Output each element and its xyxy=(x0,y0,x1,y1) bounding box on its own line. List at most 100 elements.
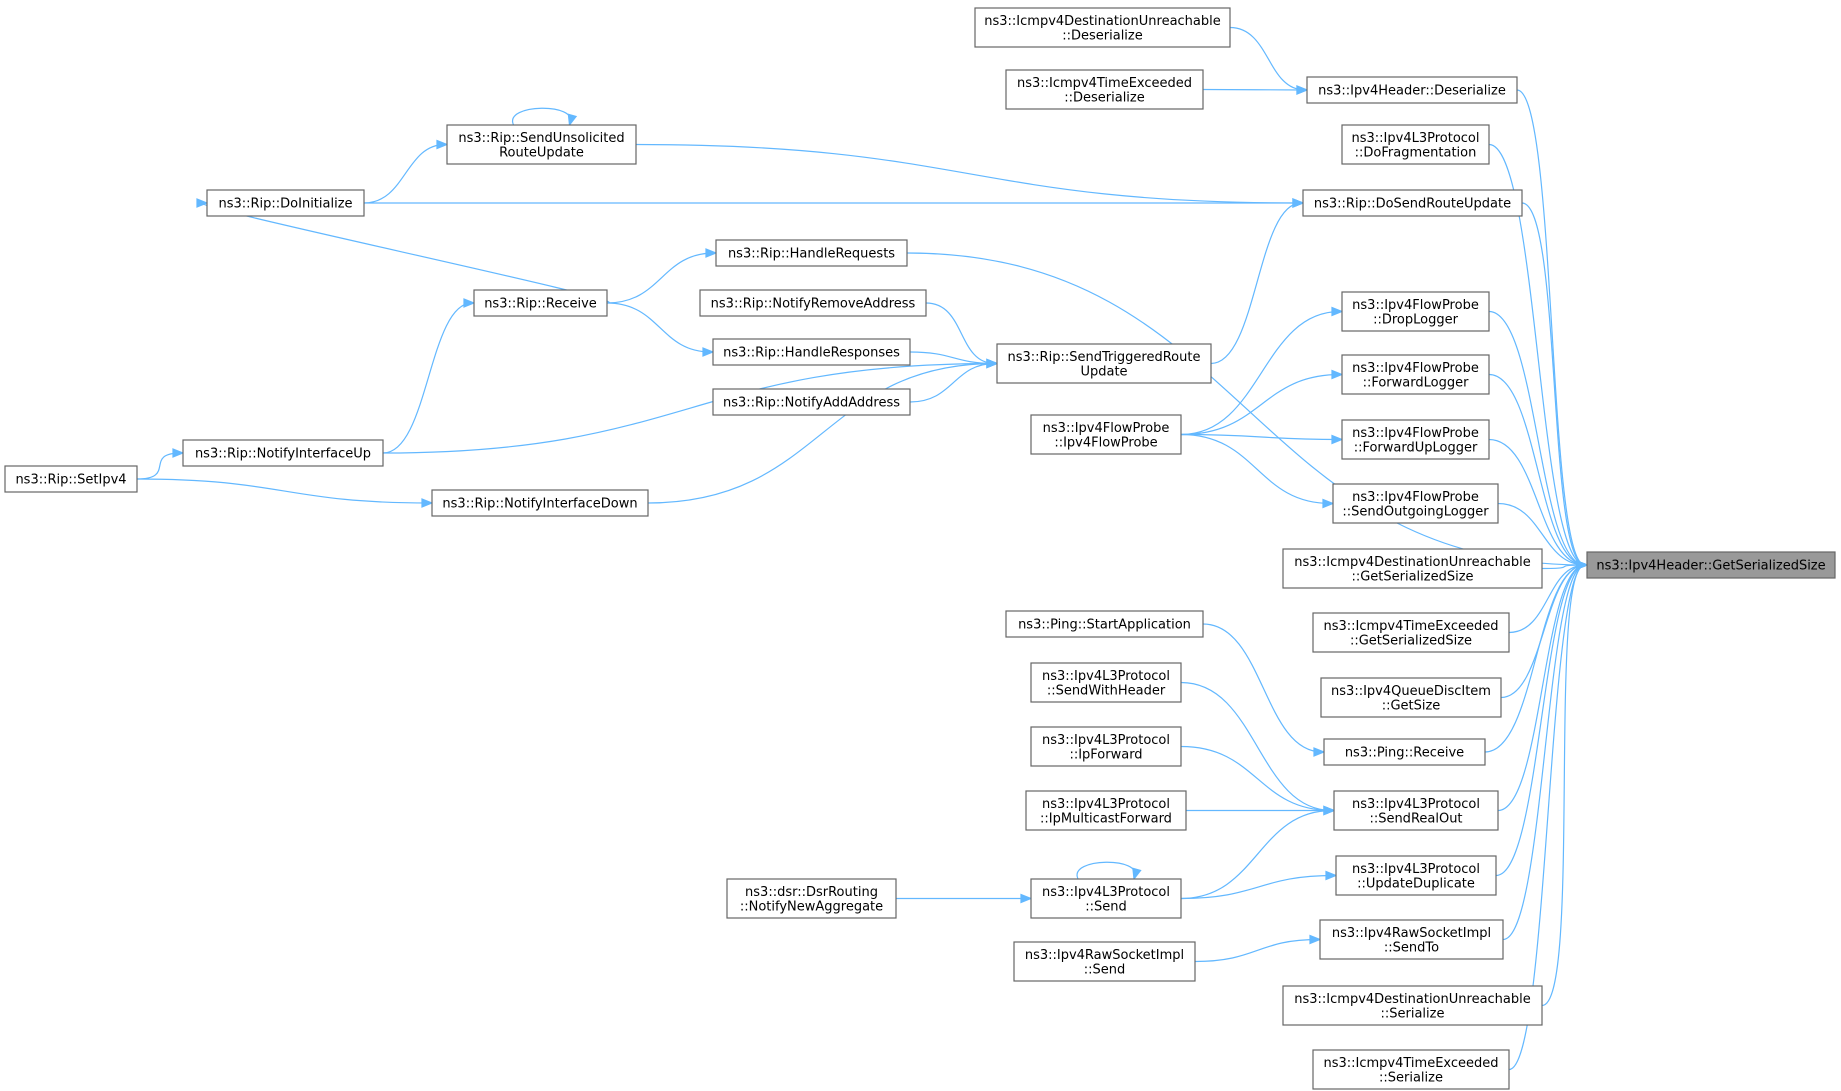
edge-rip_notifyrem-to-rip_str xyxy=(925,302,996,365)
node-box xyxy=(1319,919,1504,960)
node-box xyxy=(1030,414,1182,455)
node-box xyxy=(1341,354,1490,395)
node-box xyxy=(1332,483,1499,524)
node-ipv4h-deser[interactable]: ns3::Ipv4Header::Deserialize xyxy=(1306,76,1518,104)
node-label: ns3::Rip::SendUnsolicited xyxy=(458,131,624,146)
node-qdi-getsize[interactable]: ns3::Ipv4QueueDiscItem::GetSize xyxy=(1320,677,1502,718)
node-rip-ifdown[interactable]: ns3::Rip::NotifyInterfaceDown xyxy=(431,489,649,517)
node-box xyxy=(712,388,911,416)
node-ping-recv[interactable]: ns3::Ping::Receive xyxy=(1323,738,1486,766)
node-label: ::Serialize xyxy=(1379,1070,1443,1085)
node-raw-sendto[interactable]: ns3::Ipv4RawSocketImpl::SendTo xyxy=(1319,919,1504,960)
edge-fp_ctor-to-fp_fwdup xyxy=(1180,433,1341,441)
node-label: ::Deserialize xyxy=(1062,28,1143,43)
node-ping-start[interactable]: ns3::Ping::StartApplication xyxy=(1005,610,1204,638)
node-icmpDU-ser[interactable]: ns3::Icmpv4DestinationUnreachable::Seria… xyxy=(1282,985,1543,1026)
node-box xyxy=(1341,124,1490,165)
node-fp-ctor[interactable]: ns3::Ipv4FlowProbe::Ipv4FlowProbe xyxy=(1030,414,1182,455)
node-box xyxy=(1030,726,1182,767)
edge-rip_doinit-to-rip_sur-arrowhead xyxy=(436,139,449,150)
node-rip-handlereq[interactable]: ns3::Rip::HandleRequests xyxy=(715,239,908,267)
node-icmpDU-gss[interactable]: ns3::Icmpv4DestinationUnreachable::GetSe… xyxy=(1282,548,1543,589)
node-label: ns3::Ipv4L3Protocol xyxy=(1042,885,1170,900)
node-label: ns3::Icmpv4DestinationUnreachable xyxy=(1294,555,1531,570)
node-rip-doinit[interactable]: ns3::Rip::DoInitialize xyxy=(206,189,365,217)
node-fp-drop[interactable]: ns3::Ipv4FlowProbe::DropLogger xyxy=(1341,291,1490,332)
node-fp-fwd[interactable]: ns3::Ipv4FlowProbe::ForwardLogger xyxy=(1341,354,1490,395)
node-box xyxy=(1333,790,1499,831)
node-label: ns3::Ipv4FlowProbe xyxy=(1352,361,1479,376)
node-label: ns3::Rip::NotifyAddAddress xyxy=(723,396,900,411)
edge-icmpTE_deser-to-ipv4h_deser-arrowhead xyxy=(1296,85,1309,95)
edge-icmpDU_deser-to-ipv4h_deser xyxy=(1229,26,1306,91)
edge-l3_send-to-l3_sendreal-arrowhead xyxy=(1323,805,1336,816)
node-label: ::Serialize xyxy=(1381,1006,1445,1021)
node-label: ns3::Rip::HandleResponses xyxy=(723,346,900,361)
node-root[interactable]: ns3::Ipv4Header::GetSerializedSize xyxy=(1586,551,1836,579)
node-box xyxy=(726,878,897,919)
node-icmpDU-deser[interactable]: ns3::Icmpv4DestinationUnreachable::Deser… xyxy=(974,7,1231,48)
node-rip-setipv4[interactable]: ns3::Rip::SetIpv4 xyxy=(4,465,138,493)
node-label: ::SendWithHeader xyxy=(1047,683,1166,698)
node-label: ::ForwardLogger xyxy=(1363,375,1470,390)
edge-l3_send-to-l3_send xyxy=(1076,861,1136,880)
node-box xyxy=(1335,855,1497,896)
node-fp-sendout[interactable]: ns3::Ipv4FlowProbe::SendOutgoingLogger xyxy=(1332,483,1499,524)
node-label: ::ForwardUpLogger xyxy=(1354,440,1478,455)
edge-rip_receive-to-rip_handlereq xyxy=(606,252,715,304)
node-l3-send[interactable]: ns3::Ipv4L3Protocol::Send xyxy=(1030,878,1182,919)
node-label: ns3::Ipv4L3Protocol xyxy=(1042,797,1170,812)
node-l3-sendwh[interactable]: ns3::Ipv4L3Protocol::SendWithHeader xyxy=(1030,662,1182,703)
edge-rip_notifyadd-to-rip_str xyxy=(909,362,996,403)
node-label: ns3::Rip::HandleRequests xyxy=(728,247,895,262)
node-rip-handleresp[interactable]: ns3::Rip::HandleResponses xyxy=(712,338,911,366)
edge-fp_ctor-to-fp_fwd-arrowhead xyxy=(1331,369,1344,380)
node-raw-send[interactable]: ns3::Ipv4RawSocketImpl::Send xyxy=(1013,941,1196,982)
edge-l3_sendreal-to-root xyxy=(1497,564,1586,812)
edge-l3_send-to-l3_updup xyxy=(1180,874,1335,900)
edge-rip_ifup-to-rip_receive xyxy=(382,302,473,454)
node-label: ns3::Rip::NotifyRemoveAddress xyxy=(711,297,916,312)
node-fp-fwdup[interactable]: ns3::Ipv4FlowProbe::ForwardUpLogger xyxy=(1341,419,1490,460)
edge-l3_sendwh-to-l3_sendreal xyxy=(1180,681,1333,812)
edge-rip_doinit-to-rip_sur xyxy=(363,143,446,204)
edge-fp_ctor-to-fp_sendout xyxy=(1180,433,1332,505)
node-box xyxy=(1282,548,1543,589)
node-label: ::IpForward xyxy=(1069,747,1142,762)
node-l3-sendreal[interactable]: ns3::Ipv4L3Protocol::SendRealOut xyxy=(1333,790,1499,831)
node-label: ::SendRealOut xyxy=(1369,811,1462,826)
node-rip-notifyadd[interactable]: ns3::Rip::NotifyAddAddress xyxy=(712,388,911,416)
node-label: Update xyxy=(1080,364,1127,379)
node-label: ::Deserialize xyxy=(1064,90,1145,105)
node-label: ns3::Ipv4FlowProbe xyxy=(1043,421,1170,436)
node-icmpTE-deser[interactable]: ns3::Icmpv4TimeExceeded::Deserialize xyxy=(1005,69,1204,110)
node-rip-dosend[interactable]: ns3::Rip::DoSendRouteUpdate xyxy=(1302,189,1523,217)
edge-l3_send-to-l3_updup-arrowhead xyxy=(1325,870,1338,881)
node-rip-notifyrem[interactable]: ns3::Rip::NotifyRemoveAddress xyxy=(699,289,927,317)
node-label: ns3::Icmpv4DestinationUnreachable xyxy=(1294,992,1531,1007)
node-label: ns3::Rip::NotifyInterfaceDown xyxy=(442,497,637,512)
node-dsr-nna[interactable]: ns3::dsr::DsrRouting::NotifyNewAggregate xyxy=(726,878,897,919)
node-l3-mcfwd[interactable]: ns3::Ipv4L3Protocol::IpMulticastForward xyxy=(1025,790,1187,831)
node-l3-ipfwd[interactable]: ns3::Ipv4L3Protocol::IpForward xyxy=(1030,726,1182,767)
edge-rip_ifup-to-rip_receive-arrowhead xyxy=(463,298,476,308)
node-rip-ifup[interactable]: ns3::Rip::NotifyInterfaceUp xyxy=(182,439,384,467)
node-l3-dofrag[interactable]: ns3::Ipv4L3Protocol::DoFragmentation xyxy=(1341,124,1490,165)
edge-rip_str-to-rip_dosend xyxy=(1210,202,1302,365)
node-box xyxy=(1323,738,1486,766)
edge-rip_handlereq-to-root xyxy=(906,252,1586,566)
node-box xyxy=(182,439,384,467)
node-label: ::SendTo xyxy=(1384,940,1439,955)
node-label: ::GetSerializedSize xyxy=(1351,569,1473,584)
node-icmpTE-ser[interactable]: ns3::Icmpv4TimeExceeded::Serialize xyxy=(1312,1049,1510,1090)
node-label: ns3::Ipv4L3Protocol xyxy=(1352,862,1480,877)
node-label: ns3::Ipv4QueueDiscItem xyxy=(1331,684,1491,699)
edge-fp_ctor-to-fp_fwd xyxy=(1180,373,1341,436)
edge-rip_receive-to-rip_handleresp xyxy=(606,302,712,353)
node-icmpTE-gss[interactable]: ns3::Icmpv4TimeExceeded::GetSerializedSi… xyxy=(1312,612,1510,653)
node-rip-receive[interactable]: ns3::Rip::Receive xyxy=(473,289,608,317)
node-label: ns3::Ping::Receive xyxy=(1345,746,1464,761)
node-l3-updup[interactable]: ns3::Ipv4L3Protocol::UpdateDuplicate xyxy=(1335,855,1497,896)
